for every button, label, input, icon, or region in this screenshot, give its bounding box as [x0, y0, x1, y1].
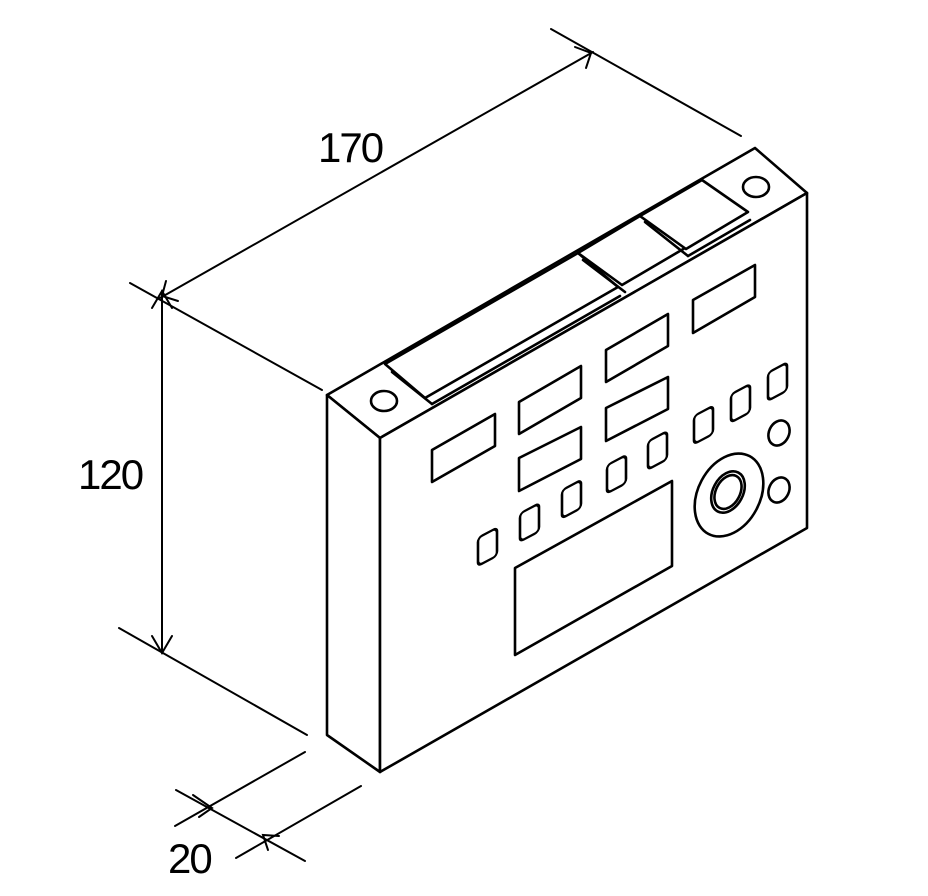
front-panel — [430, 263, 791, 657]
display-window — [604, 312, 670, 384]
small-button — [766, 362, 789, 401]
dimension-depth — [174, 751, 362, 862]
small-button — [605, 455, 628, 494]
width-dimension-label: 170 — [318, 124, 384, 171]
small-button — [692, 406, 715, 444]
display-window — [430, 412, 497, 484]
display-window — [517, 364, 583, 436]
round-button — [767, 419, 791, 447]
device-body — [325, 146, 809, 774]
dimension-height — [118, 289, 308, 736]
small-button — [476, 527, 499, 566]
top-details — [369, 175, 771, 413]
dial-inner — [713, 473, 743, 511]
dial-inner-ring — [709, 470, 747, 514]
display-window — [604, 375, 670, 443]
depth-dimension-label: 20 — [168, 835, 213, 882]
height-dimension-label: 120 — [78, 451, 144, 498]
small-button — [729, 384, 752, 423]
front-face — [378, 191, 809, 774]
round-button — [767, 476, 791, 504]
screw-hole-right — [741, 175, 771, 199]
small-button — [518, 503, 541, 542]
screw-hole-left — [369, 389, 399, 413]
dial-outer — [693, 452, 765, 538]
main-screen — [513, 479, 674, 657]
display-window — [691, 263, 757, 335]
small-button — [560, 480, 583, 519]
small-button — [646, 431, 669, 470]
top-button-2 — [638, 178, 750, 251]
side-face — [325, 393, 382, 774]
display-window — [517, 425, 583, 493]
